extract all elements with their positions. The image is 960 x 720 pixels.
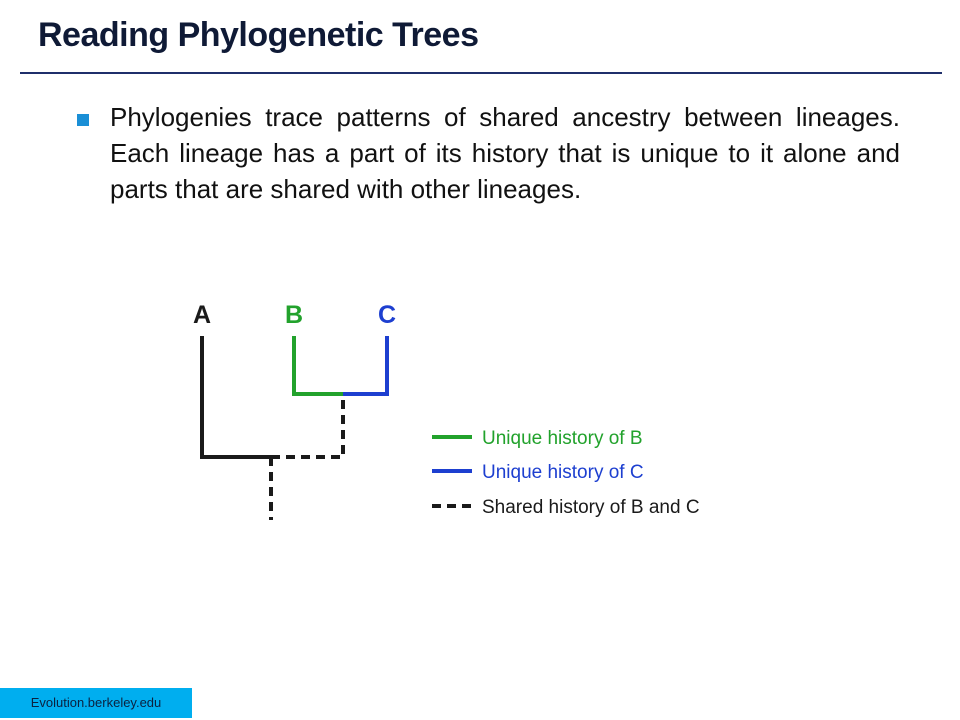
legend-label-c: Unique history of C xyxy=(482,462,644,483)
shared-branch-bc xyxy=(271,394,345,459)
square-bullet-icon xyxy=(77,114,89,126)
tip-label-a: A xyxy=(193,301,211,329)
tip-label-c: C xyxy=(378,301,396,329)
source-badge: Evolution.berkeley.edu xyxy=(0,688,192,718)
branch-c xyxy=(343,336,389,396)
phylogenetic-tree-diagram: A B C Unique history of B Unique history… xyxy=(193,301,700,520)
bullet-text: Phylogenies trace patterns of shared anc… xyxy=(110,102,900,204)
title-underline xyxy=(20,72,942,74)
branch-b xyxy=(292,336,343,396)
tip-label-b: B xyxy=(285,301,303,329)
branch-a xyxy=(200,336,271,459)
legend-label-b: Unique history of B xyxy=(482,428,643,449)
slide-title: Reading Phylogenetic Trees xyxy=(38,16,479,54)
legend-label-shared: Shared history of B and C xyxy=(482,497,700,518)
